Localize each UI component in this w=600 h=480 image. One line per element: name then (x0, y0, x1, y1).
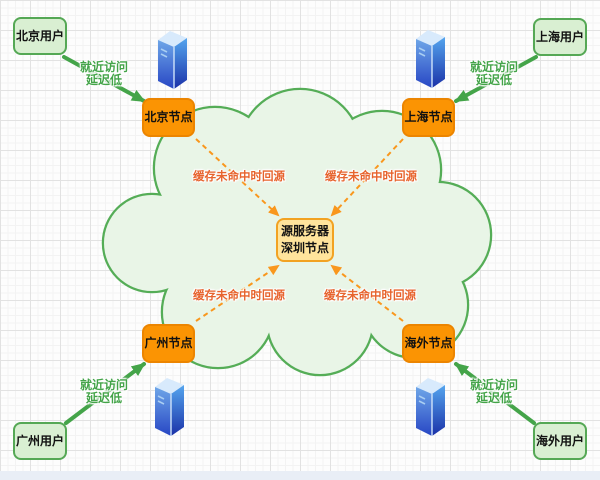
node-box-beijing: 北京节点 (142, 98, 195, 137)
origin-label-guangzhou: 缓存未命中时回源 (193, 290, 285, 302)
grid-footer-strip (0, 471, 600, 480)
access-label-shanghai: 就近访问 延迟低 (469, 60, 518, 87)
access-arrow-beijing (62, 55, 146, 103)
access-label-guangzhou: 就近访问 延迟低 (79, 378, 128, 405)
user-box-guangzhou: 广州用户 (13, 422, 67, 460)
access-arrow-guangzhou (64, 362, 146, 425)
origin-server-line1: 源服务器 (280, 224, 329, 238)
server-icon (416, 30, 445, 88)
origin-label-beijing: 缓存未命中时回源 (193, 171, 285, 183)
origin-server-box: 源服务器 深圳节点 (276, 218, 334, 262)
user-box-beijing: 北京用户 (13, 17, 67, 55)
origin-label-overseas: 缓存未命中时回源 (324, 290, 416, 302)
server-icon (155, 378, 184, 436)
origin-label-shanghai: 缓存未命中时回源 (325, 171, 417, 183)
origin-arrow-overseas (330, 264, 404, 322)
access-label-overseas: 就近访问 延迟低 (469, 378, 518, 405)
server-icon (158, 31, 187, 89)
user-box-overseas: 海外用户 (533, 422, 587, 460)
node-box-guangzhou: 广州节点 (142, 324, 195, 363)
user-box-shanghai: 上海用户 (533, 18, 587, 56)
origin-server-line2: 深圳节点 (280, 241, 329, 255)
origin-arrow-beijing (195, 138, 280, 217)
node-box-shanghai: 上海节点 (402, 98, 455, 137)
access-label-beijing: 就近访问 延迟低 (79, 60, 128, 87)
access-arrow-shanghai (454, 55, 538, 103)
server-icon (416, 378, 445, 436)
access-arrow-overseas (454, 362, 536, 425)
node-box-overseas: 海外节点 (402, 324, 455, 363)
origin-arrow-guangzhou (195, 264, 280, 322)
